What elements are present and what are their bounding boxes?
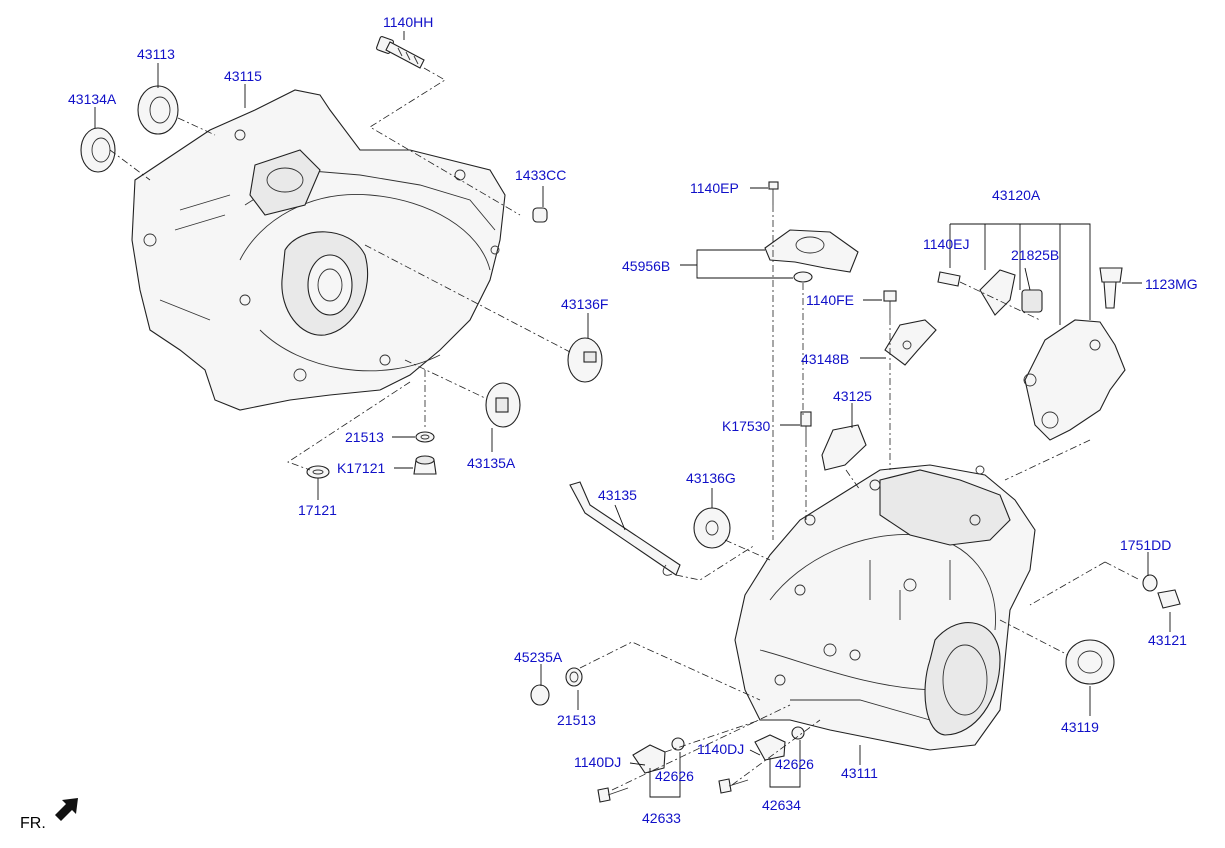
- part-label-43135A[interactable]: 43135A: [467, 455, 516, 471]
- part-label-K17121[interactable]: K17121: [337, 460, 386, 476]
- part-label-K17530[interactable]: K17530: [722, 418, 771, 434]
- plate-43136G: [693, 507, 731, 549]
- bracket-assembly-43120A: [937, 267, 1126, 441]
- part-label-1140HH[interactable]: 1140HH: [383, 14, 434, 30]
- part-label-17121[interactable]: 17121: [298, 502, 337, 518]
- sensor-42633: [632, 737, 685, 774]
- part-label-45235A[interactable]: 45235A: [514, 649, 563, 665]
- part-label-43111[interactable]: 43111: [841, 765, 878, 781]
- part-label-43120A[interactable]: 43120A: [992, 187, 1041, 203]
- leader-lines: [94, 31, 1171, 798]
- part-label-43136G[interactable]: 43136G: [686, 470, 736, 486]
- part-label-45956B[interactable]: 45956B: [622, 258, 671, 274]
- bearing-43113: [137, 85, 179, 135]
- part-label-43113[interactable]: 43113: [137, 46, 175, 62]
- part-label-42626-right[interactable]: 42626: [775, 756, 814, 772]
- part-label-43148B[interactable]: 43148B: [801, 351, 850, 367]
- part-label-43119[interactable]: 43119: [1061, 719, 1099, 735]
- part-label-42634[interactable]: 42634: [762, 797, 801, 813]
- seal-43134A: [80, 127, 116, 173]
- part-label-21513-bottom[interactable]: 21513: [557, 712, 596, 728]
- plug-K17121: [413, 455, 437, 475]
- part-label-21825B[interactable]: 21825B: [1011, 247, 1060, 263]
- clutch-housing-43115: [131, 89, 506, 411]
- part-label-43125[interactable]: 43125: [833, 388, 872, 404]
- part-label-1140EJ[interactable]: 1140EJ: [923, 236, 970, 252]
- part-label-1751DD[interactable]: 1751DD: [1120, 537, 1172, 553]
- bolt-1140DJ-left: [597, 787, 629, 803]
- washer-21513-bottom: [565, 667, 583, 687]
- plate-43135A: [485, 382, 521, 428]
- part-label-1140DJ-right[interactable]: 1140DJ: [697, 741, 745, 757]
- bracket-43148B: [884, 319, 937, 366]
- plug-43121: [1157, 589, 1181, 609]
- part-label-1140DJ-left[interactable]: 1140DJ: [574, 754, 622, 770]
- sensor-42634: [754, 726, 805, 761]
- part-label-43136F[interactable]: 43136F: [561, 296, 609, 312]
- washer-1751DD: [1142, 574, 1158, 592]
- seal-43119: [1065, 639, 1115, 685]
- cover-43125: [821, 424, 867, 471]
- alignment-lines: [109, 67, 1141, 791]
- part-label-21513-top[interactable]: 21513: [345, 429, 384, 445]
- plug-45235A: [530, 684, 550, 706]
- part-label-1140FE[interactable]: 1140FE: [806, 292, 854, 308]
- part-label-43121[interactable]: 43121: [1148, 632, 1187, 648]
- bolt-1140EP: [768, 181, 779, 205]
- part-label-42633[interactable]: 42633: [642, 810, 681, 826]
- front-arrow-icon: [55, 798, 78, 821]
- cover-45956B: [764, 229, 859, 283]
- part-label-43115[interactable]: 43115: [224, 68, 262, 84]
- part-label-1123MG[interactable]: 1123MG: [1145, 276, 1198, 292]
- bolt-1140FE: [883, 290, 897, 318]
- front-indicator-label: FR.: [20, 815, 46, 832]
- bolt-1140DJ-right: [718, 778, 749, 794]
- washer-21513-top: [415, 431, 435, 443]
- part-label-1433CC[interactable]: 1433CC: [515, 167, 567, 183]
- washer-17121: [306, 465, 330, 479]
- guide-43135: [569, 481, 681, 576]
- part-label-43135[interactable]: 43135: [598, 487, 637, 503]
- pin-1433CC: [532, 207, 548, 223]
- part-label-43134A[interactable]: 43134A: [68, 91, 117, 107]
- bolt-1140HH: [376, 36, 425, 69]
- transaxle-case-43111: [734, 464, 1036, 751]
- plate-43136F: [567, 337, 603, 383]
- part-label-1140EP[interactable]: 1140EP: [690, 180, 739, 196]
- sensor-K17530: [800, 411, 812, 440]
- part-label-42626-left[interactable]: 42626: [655, 768, 694, 784]
